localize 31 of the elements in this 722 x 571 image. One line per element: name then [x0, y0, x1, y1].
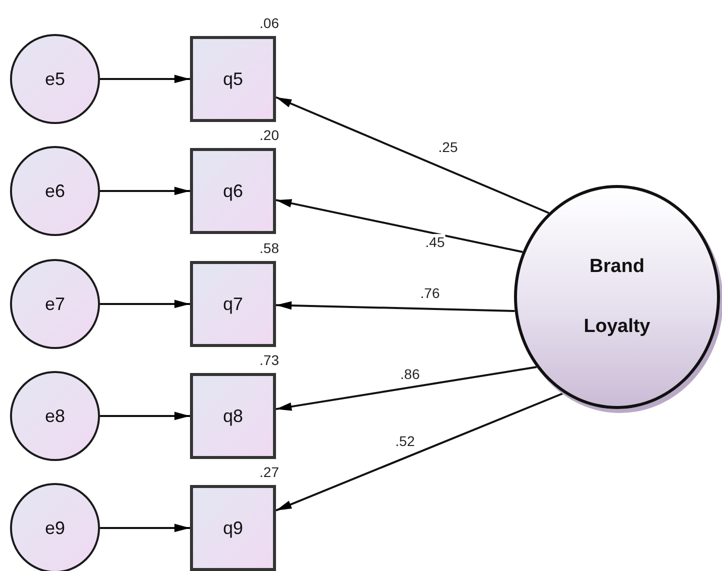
- r-squared-value: .06: [260, 15, 279, 31]
- r-squared-value: .20: [260, 127, 279, 143]
- arrow: [276, 392, 564, 512]
- node-label: e7: [44, 294, 66, 314]
- edge-label: .76: [419, 285, 441, 301]
- edge-label: .45: [424, 234, 446, 250]
- edge-label: .86: [399, 366, 421, 382]
- arrow: [276, 96, 550, 214]
- node-label: q6: [222, 180, 244, 202]
- node-label: e5: [44, 68, 66, 90]
- node-label: Brand Loyalty: [582, 255, 652, 339]
- edge-label: .52: [394, 433, 416, 449]
- node-label: q5: [222, 68, 244, 90]
- node-label: e6: [44, 180, 66, 202]
- arrow: [100, 300, 190, 308]
- node-label: e9: [44, 518, 66, 538]
- r-squared-value: .73: [260, 352, 279, 368]
- arrow: [276, 199, 523, 253]
- edge-label: .25: [437, 139, 459, 155]
- arrow: [276, 366, 537, 411]
- arrow: [276, 301, 515, 312]
- node-label: q9: [222, 518, 244, 538]
- node-label: q7: [222, 294, 244, 314]
- arrow: [100, 524, 190, 532]
- r-squared-value: .27: [260, 464, 279, 480]
- arrow: [100, 412, 190, 420]
- node-label: e8: [44, 406, 66, 426]
- arrow: [100, 186, 190, 196]
- node-label: q8: [222, 406, 244, 426]
- arrow: [100, 74, 190, 84]
- r-squared-value: .58: [260, 240, 279, 256]
